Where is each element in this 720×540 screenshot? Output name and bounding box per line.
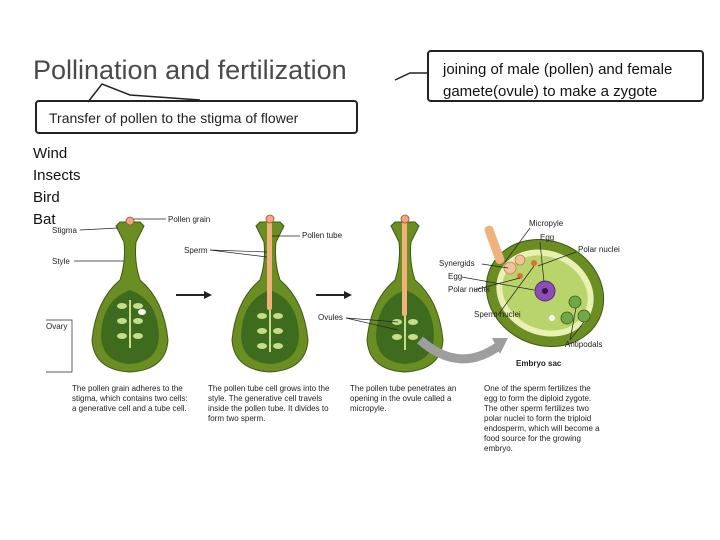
callout-pointer-top bbox=[394, 72, 427, 81]
label-polar-nuclei-right: Polar nuclei bbox=[578, 245, 620, 254]
callout-pointer-left bbox=[87, 83, 201, 103]
caption-stage-4: One of the sperm fertilizes the egg to f… bbox=[484, 384, 600, 453]
fertilization-definition-line2: gamete(ovule) to make a zygote bbox=[443, 83, 658, 100]
fertilization-definition: joining of male (pollen) and female game… bbox=[443, 59, 672, 103]
label-embryo-sac: Embryo sac bbox=[516, 359, 562, 368]
pollen-tube bbox=[267, 218, 272, 310]
label-pollen-tube: Pollen tube bbox=[302, 231, 343, 240]
pollen-grain-icon bbox=[125, 216, 135, 226]
label-antipodals: Antipodals bbox=[565, 340, 602, 349]
label-pollen-grain: Pollen grain bbox=[168, 215, 210, 224]
pistil-stage-3 bbox=[366, 214, 444, 373]
pollinator-insects: Insects bbox=[33, 167, 81, 184]
zoom-arrow bbox=[417, 336, 503, 364]
caption-stage-1: The pollen grain adheres to the stigma, … bbox=[72, 384, 188, 413]
pollination-definition: Transfer of pollen to the stigma of flow… bbox=[49, 110, 299, 126]
label-style: Style bbox=[52, 257, 70, 266]
label-polar-nuclei: Polar nuclei bbox=[448, 285, 490, 294]
stage-arrows bbox=[176, 291, 352, 299]
pistil-stage-1 bbox=[91, 216, 169, 373]
pollen-tube-entering bbox=[484, 225, 505, 265]
slide-title: Pollination and fertilization bbox=[33, 55, 347, 85]
label-micropyle: Micropyle bbox=[529, 219, 564, 228]
pollinator-wind: Wind bbox=[33, 145, 68, 162]
pistil-stage-2 bbox=[231, 214, 309, 373]
label-sperm-nuclei: Sperm nuclei bbox=[474, 310, 521, 319]
pollinator-bat: Bat bbox=[33, 211, 56, 228]
label-stigma: Stigma bbox=[52, 226, 77, 235]
embryo-sac bbox=[484, 225, 605, 348]
caption-stage-2: The pollen tube cell grows into the styl… bbox=[208, 384, 330, 423]
label-synergids: Synergids bbox=[439, 259, 475, 268]
caption-stage-3: The pollen tube penetrates an opening in… bbox=[350, 384, 457, 413]
pollination-callout: Transfer of pollen to the stigma of flow… bbox=[35, 100, 358, 134]
label-ovules: Ovules bbox=[318, 313, 343, 322]
pollinator-bird: Bird bbox=[33, 189, 60, 206]
fertilization-definition-line1: joining of male (pollen) and female bbox=[443, 61, 673, 78]
label-ovary: Ovary bbox=[46, 322, 67, 331]
label-egg: Egg bbox=[448, 272, 462, 281]
figure-labels: Pollen grain Stigma Style Ovary Pollen t… bbox=[46, 215, 620, 373]
pollinator-list: Wind Insects Bird Bat bbox=[33, 143, 81, 231]
fertilization-callout: joining of male (pollen) and female game… bbox=[427, 50, 704, 102]
label-egg-top: Egg bbox=[540, 233, 554, 242]
label-sperm: Sperm bbox=[184, 246, 208, 255]
